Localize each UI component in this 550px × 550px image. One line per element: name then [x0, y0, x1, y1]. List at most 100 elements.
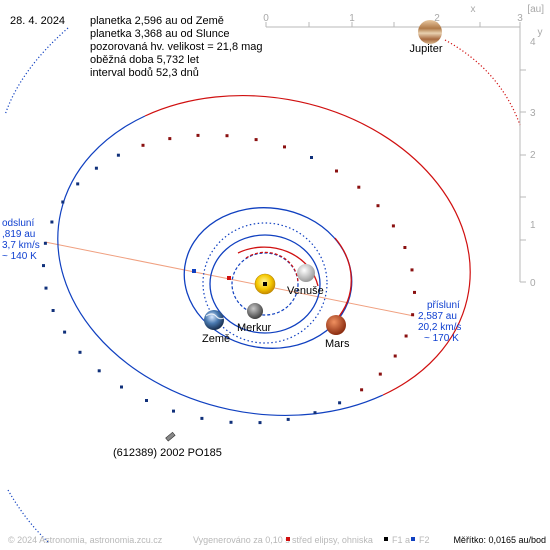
orbit-point	[338, 401, 342, 405]
orbit-point	[410, 268, 414, 272]
y-axis: 4 3 2 1 0 y	[519, 27, 543, 289]
perihelion-distance: 2,587 au	[418, 311, 457, 322]
orbit-points	[42, 133, 416, 425]
generated-text: Vygenerováno za 0,10 s	[193, 535, 290, 545]
venus-label: Venuše	[287, 285, 324, 297]
mars-orbit	[183, 207, 353, 349]
orbit-point	[97, 369, 101, 373]
orbit-point	[172, 409, 175, 413]
earth-orbit	[202, 222, 328, 344]
orbit-point	[168, 137, 172, 141]
orbit-point	[413, 290, 416, 294]
orbit-point	[200, 416, 204, 420]
legend-f1-swatch	[384, 537, 388, 541]
jupiter-orbit	[444, 39, 521, 126]
orbit-point	[254, 138, 258, 142]
orbit-point	[43, 241, 47, 245]
x-axis: 0 1 2 3 x [au]	[263, 4, 544, 28]
info-period: oběžná doba 5,732 let	[90, 54, 199, 66]
mars-label: Mars	[325, 338, 350, 350]
aphelion-title: odsluní	[2, 218, 34, 229]
perihelion-info: přísluní 2,587 au 20,2 km/s ~ 170 K	[418, 300, 461, 344]
orbit-point	[310, 156, 313, 159]
y-tick-3: 3	[530, 108, 536, 119]
jupiter-label: Jupiter	[409, 43, 442, 55]
x-tick-3: 3	[517, 13, 523, 24]
info-point-interval: interval bodů 52,3 dnů	[90, 67, 199, 79]
orbit-point	[258, 421, 262, 425]
date-label: 28. 4. 2024	[10, 15, 65, 27]
orbit-point	[404, 334, 408, 338]
orbit-point	[376, 204, 380, 208]
orbit-point	[141, 143, 145, 147]
focus-f2-marker	[192, 269, 196, 273]
y-tick-2: 2	[530, 150, 536, 161]
y-axis-letter: y	[538, 27, 543, 38]
orbit-point	[145, 399, 148, 402]
legend-f1-text: F1 a	[392, 535, 410, 545]
orbit-point	[411, 313, 415, 317]
asteroid-orbit-below	[57, 115, 384, 417]
aphelion-distance: ,819 au	[2, 229, 35, 240]
footer: © 2024 Astronomia, astronomia.zcu.cz Vyg…	[8, 535, 546, 545]
x-tick-0: 0	[263, 13, 269, 24]
axis-unit: [au]	[527, 4, 544, 15]
mercury-icon	[247, 303, 263, 319]
aphelion-info: odsluní ,819 au 3,7 km/s ~ 140 K	[2, 218, 40, 262]
orbit-point	[61, 200, 65, 204]
orbit-point	[120, 385, 123, 389]
orbit-point	[360, 388, 364, 392]
info-block: planetka 2,596 au od Země planetka 3,368…	[90, 15, 263, 79]
orbit-point	[42, 264, 45, 268]
aphelion-temperature: ~ 140 K	[2, 251, 37, 262]
y-tick-1: 1	[530, 220, 536, 231]
x-tick-1: 1	[349, 13, 355, 24]
asteroid-orbit-above	[144, 94, 471, 396]
info-sun-distance: planetka 3,368 au od Slunce	[90, 28, 229, 40]
legend-center-text: střed elipsy, ohniska	[292, 535, 373, 545]
perihelion-title: přísluní	[427, 300, 460, 311]
orbit-point	[51, 309, 55, 312]
orbit-point	[44, 286, 48, 290]
orbit-point	[313, 411, 317, 415]
earth-icon	[204, 310, 224, 330]
orbit-point	[63, 330, 67, 334]
orbit-point	[116, 153, 120, 157]
orbit-point	[94, 166, 98, 170]
orbit-point	[76, 182, 80, 186]
perihelion-speed: 20,2 km/s	[418, 322, 461, 333]
mercury-orbit	[231, 251, 299, 316]
asteroid-label: (612389) 2002 PO185	[113, 447, 222, 459]
legend-center-swatch	[286, 537, 290, 541]
x-axis-letter: x	[471, 4, 476, 15]
orbit-point	[393, 354, 397, 358]
ellipse-center-marker	[227, 276, 231, 280]
orbit-point	[391, 224, 395, 228]
orbit-point	[378, 372, 382, 376]
jupiter-orbit-arc-left	[4, 27, 69, 543]
y-tick-0: 0	[530, 278, 536, 289]
orbit-point	[196, 133, 200, 137]
orbit-point	[50, 220, 54, 224]
legend-f2-text: F2	[419, 535, 430, 545]
orbit-point	[78, 350, 82, 354]
orbit-point	[403, 246, 407, 249]
earth-label: Země	[202, 333, 230, 345]
mars-icon	[326, 315, 346, 335]
mercury-label: Merkur	[237, 322, 272, 334]
scale-text: Měřítko: 0,0165 au/bod	[453, 535, 546, 545]
info-earth-distance: planetka 2,596 au od Země	[90, 15, 224, 27]
jupiter-icon	[418, 20, 442, 44]
orbit-point	[286, 417, 290, 421]
perihelion-temperature: ~ 170 K	[424, 333, 459, 344]
orbit-point	[335, 169, 338, 173]
orbit-point	[229, 420, 233, 424]
info-magnitude: pozorovaná hv. velikost = 21,8 mag	[90, 41, 263, 53]
asteroid-icon	[165, 431, 176, 442]
venus-icon	[297, 264, 315, 282]
y-tick-4: 4	[530, 37, 536, 48]
orbit-point	[225, 134, 229, 138]
legend-f2-swatch	[411, 537, 415, 541]
